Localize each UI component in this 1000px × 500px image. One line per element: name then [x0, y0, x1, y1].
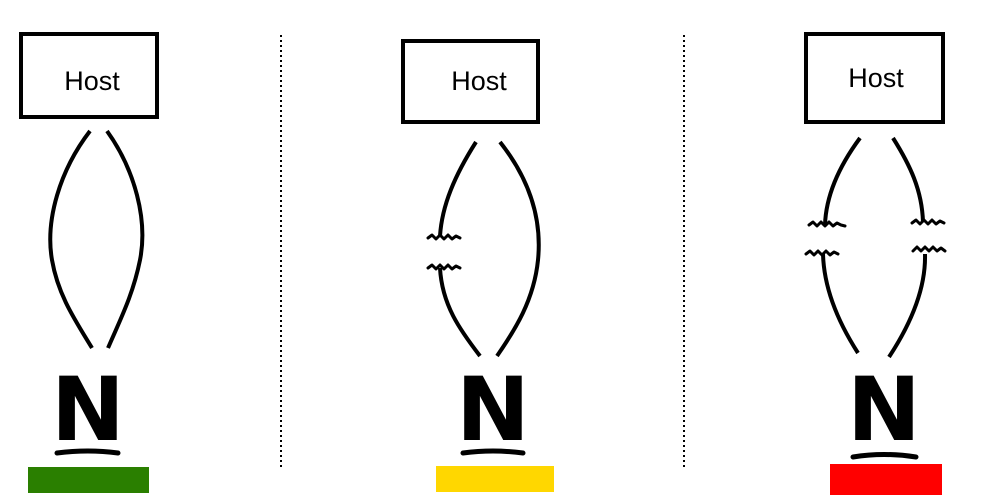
- link-right: [105, 129, 145, 349]
- node-logo-underline: [460, 448, 526, 456]
- break-icon: [807, 220, 847, 228]
- break-icon: [426, 263, 462, 271]
- node-logo-underline: [850, 452, 919, 460]
- host-label: Host: [451, 66, 507, 96]
- link-right: [495, 140, 541, 358]
- host-label: Host: [64, 66, 120, 96]
- node-logo-underline: [54, 448, 121, 456]
- break-icon: [804, 249, 840, 257]
- link-left-upper: [823, 136, 862, 226]
- panel-failed: Host N: [804, 32, 947, 495]
- status-bar-yellow: [436, 466, 554, 492]
- status-bar-red: [830, 464, 942, 495]
- break-icon: [911, 245, 947, 253]
- break-icon: [910, 218, 946, 226]
- panel-degraded: Host N: [401, 39, 554, 492]
- status-bar-green: [28, 467, 149, 493]
- break-icon: [426, 233, 462, 241]
- node-logo: N: [51, 358, 125, 461]
- host-box: [804, 32, 945, 124]
- panel-healthy: Host N: [19, 32, 159, 493]
- node-logo: N: [847, 358, 921, 461]
- link-right-upper: [891, 136, 925, 223]
- link-left-lower: [438, 267, 482, 358]
- node-logo: N: [456, 358, 530, 461]
- link-left-lower: [821, 253, 860, 355]
- link-left: [48, 129, 94, 350]
- link-left-upper: [438, 140, 478, 237]
- host-box: [19, 32, 159, 119]
- link-right-lower: [887, 253, 928, 359]
- host-box: [401, 39, 540, 124]
- host-label: Host: [848, 63, 904, 93]
